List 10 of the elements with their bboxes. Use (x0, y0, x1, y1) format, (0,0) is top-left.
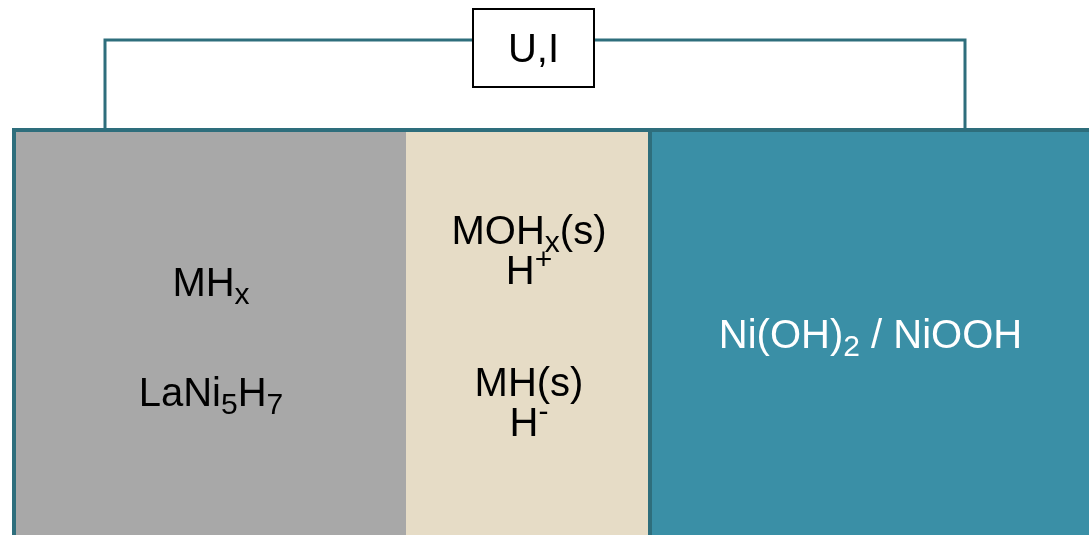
formula-text: LaNi$_{5}$H$_{7}$ (137, 372, 285, 412)
formula-text: U,I (506, 28, 561, 68)
measurement-box (472, 8, 595, 88)
formula-text: MH(s) H$^{-}$ (473, 362, 585, 442)
formula-text: MOH$_{x}$(s) H$^{+}$ (450, 210, 608, 290)
electrode-panel (648, 128, 1089, 535)
wire (595, 38, 967, 128)
formula-text: MH$_{x}$ (171, 262, 251, 302)
wire (103, 38, 472, 128)
formula-text: Ni(OH)$_{2}$ / NiOOH (717, 314, 1024, 354)
